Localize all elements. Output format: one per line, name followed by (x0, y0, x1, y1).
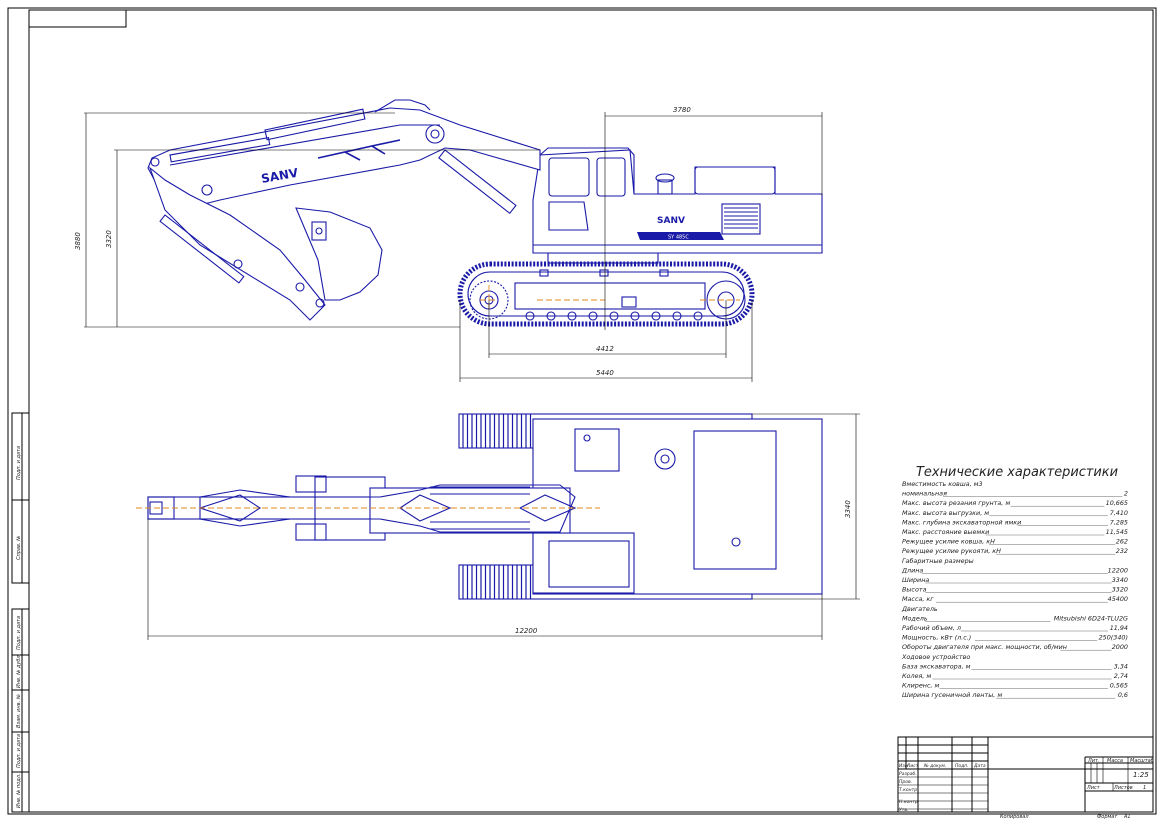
tb-row-prov: Пров. (899, 779, 912, 785)
spec-value: 262 (1116, 538, 1128, 546)
spec-label: Обороты двигателя при макс. мощности, об… (902, 643, 1067, 651)
spec-label: Габаритные размеры (902, 557, 974, 565)
tb-col-doc: № докум. (923, 763, 946, 769)
tb-sheets-value: 1 (1143, 785, 1146, 791)
spec-label: Вместимость ковша, м3 (902, 480, 983, 488)
tb-lit-label: Лит. (1087, 758, 1100, 764)
dim-track-total: 5440 (596, 369, 614, 377)
spec-title: Технические характеристики (916, 464, 1118, 480)
stamp-label-1: Подп. и дата (16, 446, 22, 480)
spec-value: 11,94 (1110, 624, 1128, 632)
tb-scale-label: Масштаб (1130, 758, 1154, 764)
spec-value: 232 (1116, 547, 1128, 555)
spec-value: 3320 (1112, 586, 1128, 594)
spec-value: 2000 (1112, 643, 1128, 651)
spec-label: Режущее усилие ковша, кН (902, 538, 995, 546)
tb-row-nkontr: Н.контр. (899, 799, 919, 805)
spec-label: Двигатель (901, 605, 938, 613)
tb-col-list: Лист (906, 763, 919, 769)
spec-label: Длина (901, 566, 923, 574)
spec-value: 45400 (1108, 595, 1128, 603)
spec-table: Технические характеристики Вместимость к… (901, 464, 1128, 699)
spec-label: номинальная (902, 490, 947, 498)
spec-value: 11,545 (1106, 528, 1128, 536)
plate-model: SY 485C (668, 235, 689, 241)
tb-col-izm: Изм (899, 763, 909, 769)
bucket (295, 207, 383, 301)
spec-label: База экскаватора, м (902, 662, 971, 670)
spec-label: Ходовое устройство (901, 653, 970, 661)
spec-label: Ширина гусеничной ленты, м (902, 691, 1002, 699)
track-side (457, 261, 755, 327)
brand-boom: SANV (260, 166, 300, 186)
arm (148, 166, 326, 321)
spec-label: Высота (902, 586, 927, 594)
stamp-label-2: Справ. № (16, 536, 22, 560)
side-dimensions: 3780 3880 3320 4412 5440 (74, 106, 823, 382)
title-block: Изм Лист № докум. Подп. Дата Разраб. Про… (897, 736, 1154, 820)
tb-col-sign: Подп. (955, 763, 969, 769)
top-dimensions: 3340 12200 (147, 413, 860, 640)
spec-label: Мощность, кВт (л.с.) (902, 634, 971, 642)
spec-label: Макс. расстояние выемки (902, 528, 989, 536)
stamp-label-7: Инв. № подл. (16, 774, 22, 809)
left-stamp: Подп. и дата Справ. № Подп. и дата Инв. … (11, 412, 30, 813)
spec-value: 2 (1124, 490, 1128, 498)
spec-value: 7,410 (1110, 509, 1128, 517)
dim-track-inner: 4412 (596, 345, 614, 353)
upper-structure: SY 485C SANV (532, 147, 823, 254)
tb-sheets-label: Листов (1113, 785, 1133, 791)
dim-top-length: 12200 (515, 627, 538, 635)
spec-value: 250(340) (1099, 634, 1128, 642)
spec-value: 12200 (1108, 566, 1128, 574)
boom: SANV (147, 99, 541, 215)
tb-row-razrab: Разраб. (899, 771, 917, 777)
stamp-label-6: Подп. и дата (16, 734, 22, 768)
tb-format-label: Формат (1097, 814, 1118, 820)
spec-label: Ширина (902, 576, 929, 584)
tb-sheet-label: Лист (1086, 785, 1101, 791)
spec-label: Клиренс, м (902, 682, 940, 690)
spec-value: 10,665 (1106, 499, 1128, 507)
spec-value: 2,74 (1114, 672, 1128, 680)
spec-label: Макс. высота выгрузки, м (902, 509, 989, 517)
drawing-frame (7, 7, 1157, 815)
dim-side-height-inner: 3320 (105, 230, 113, 248)
spec-label: Колея, м (902, 672, 931, 680)
spec-label: Режущее усилие рукояти, кН (902, 547, 1001, 555)
spec-label: Макс. глубина экскаваторной ямки (902, 518, 1021, 526)
tb-row-tkontr: Т.контр. (899, 787, 919, 793)
stamp-label-4: Инв. № дубл. (16, 654, 22, 688)
spec-value: Mitsubishi 6D24-TLU2G (1054, 614, 1128, 622)
spec-label: Модель (902, 614, 928, 622)
spec-value: 0,565 (1110, 682, 1128, 690)
dim-side-height: 3880 (74, 232, 82, 250)
tb-col-date: Дата (973, 763, 986, 769)
tb-mass-label: Масса (1107, 758, 1123, 764)
spec-label: Рабочий объем, л (902, 624, 961, 632)
top-view (136, 413, 823, 600)
spec-value: 3340 (1112, 576, 1128, 584)
spec-label: Масса, кг (902, 595, 934, 603)
stamp-label-5: Взам. инв. № (16, 694, 22, 728)
spec-value: 7,285 (1110, 518, 1128, 526)
stamp-label-3: Подп. и дата (16, 616, 22, 650)
dim-top-width: 3340 (844, 500, 852, 518)
tb-scale-value: 1:25 (1133, 771, 1149, 779)
brand-upper: SANV (657, 216, 685, 226)
tb-row-utv: Утв. (899, 807, 908, 813)
dim-side-top: 3780 (673, 106, 691, 114)
side-view: SY 485C SANV SANV (147, 99, 823, 327)
spec-value: 0,6 (1118, 691, 1128, 699)
tb-format-value: А1 (1123, 814, 1131, 820)
tb-copied-label: Копировал (1000, 814, 1029, 820)
spec-value: 3,34 (1114, 662, 1128, 670)
spec-label: Макс. высота резания грунта, м (902, 499, 1010, 507)
